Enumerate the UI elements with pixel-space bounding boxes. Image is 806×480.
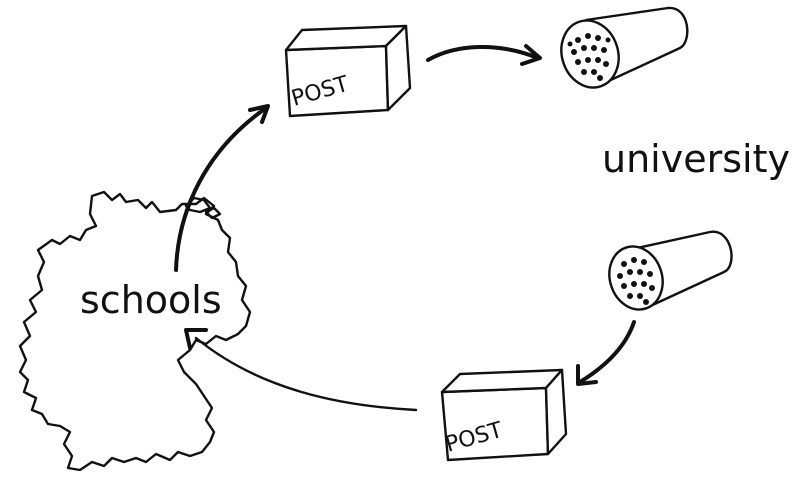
- germany-map-icon: [18, 190, 252, 472]
- schools-label: schools: [80, 278, 222, 322]
- top-sample-tube-icon: [560, 6, 689, 89]
- arrow-to-top-tube: [426, 44, 542, 66]
- top-post-box: POST: [284, 24, 412, 118]
- bottom-sample-tube-icon: [608, 230, 733, 311]
- arrow-to-schools: [184, 328, 418, 412]
- university-label: university: [602, 137, 790, 181]
- arrow-to-top-post: [174, 104, 270, 272]
- bottom-post-box: POST: [440, 368, 568, 462]
- arrow-to-bottom-post: [576, 320, 636, 386]
